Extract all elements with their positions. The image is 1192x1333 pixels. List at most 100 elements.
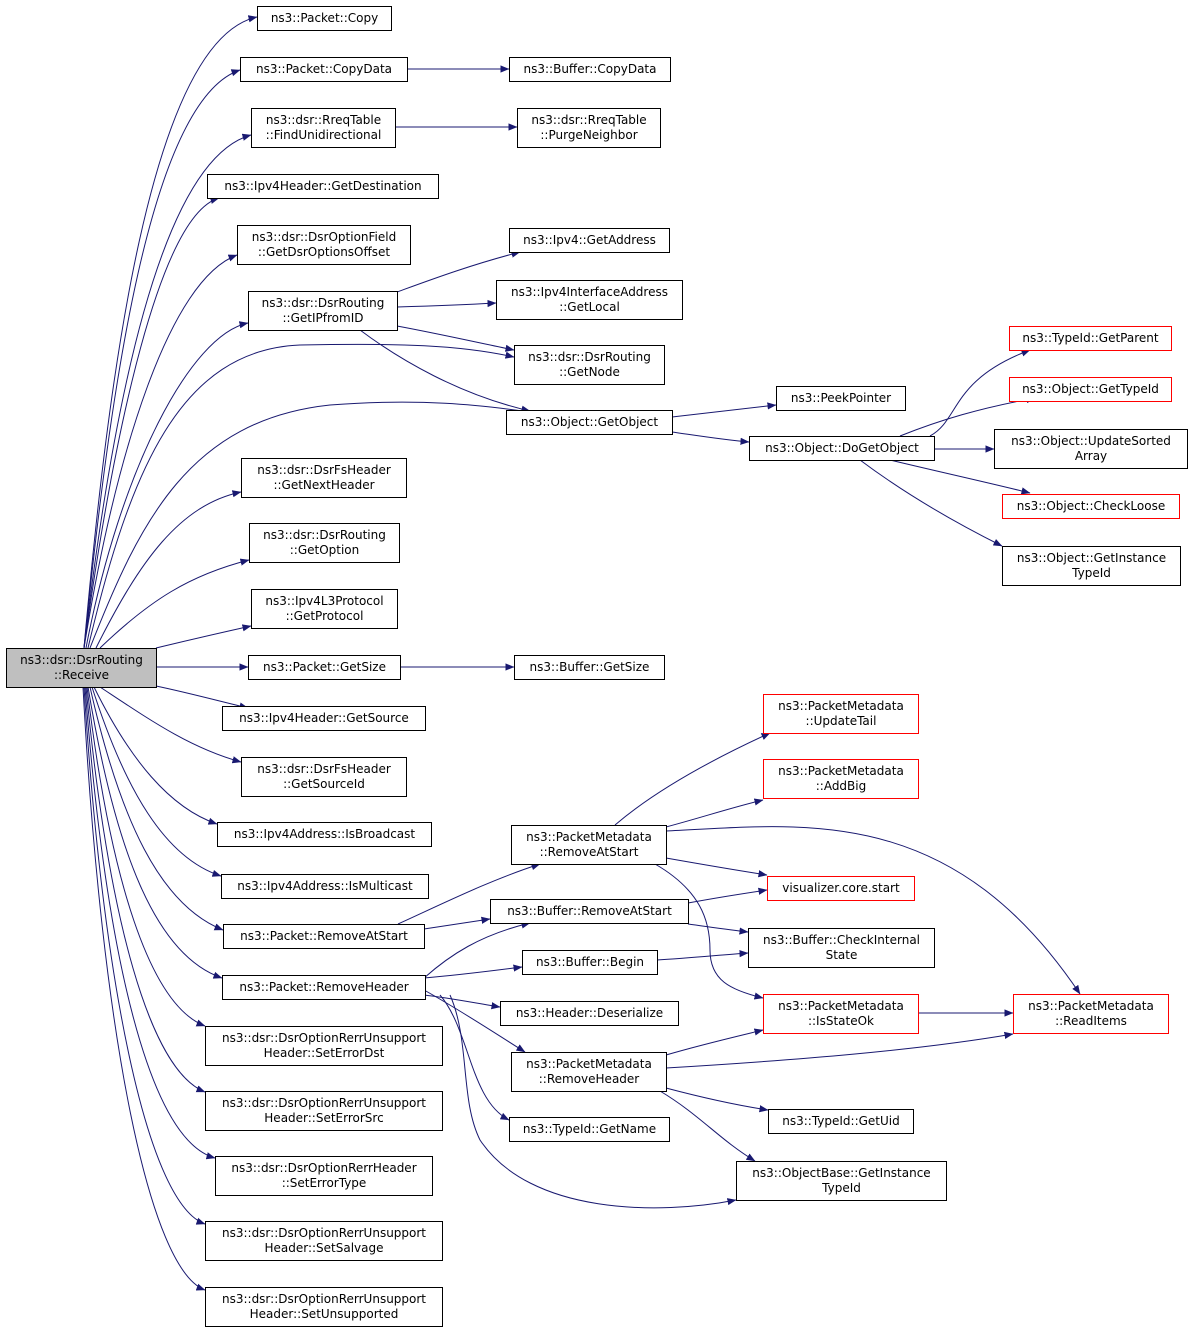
node-box-rreq_finduni[interactable] bbox=[251, 108, 396, 148]
node-rerr_seterrorsrc[interactable]: ns3::dsr::DsrOptionRerrUnsupportHeader::… bbox=[205, 1091, 443, 1131]
node-box-hdr_deserialize[interactable] bbox=[500, 1001, 679, 1026]
node-rerrhdr_seterrortype[interactable]: ns3::dsr::DsrOptionRerrHeader::SetErrorT… bbox=[215, 1156, 433, 1196]
node-pkt_removeheader[interactable]: ns3::Packet::RemoveHeader bbox=[222, 975, 426, 1000]
node-box-pm_removeheader[interactable] bbox=[511, 1052, 667, 1092]
node-box-rerr_setsalvage[interactable] bbox=[205, 1221, 443, 1261]
node-box-peekpointer[interactable] bbox=[776, 386, 906, 411]
node-peekpointer[interactable]: ns3::PeekPointer bbox=[776, 386, 906, 411]
node-box-ipv4_getaddress[interactable] bbox=[509, 228, 670, 253]
node-buf_getsize[interactable]: ns3::Buffer::GetSize bbox=[514, 655, 665, 680]
node-buf_begin[interactable]: ns3::Buffer::Begin bbox=[522, 950, 658, 975]
node-box-obj_gettypeid[interactable] bbox=[1009, 377, 1172, 402]
node-typeid_getname[interactable]: ns3::TypeId::GetName bbox=[509, 1117, 670, 1142]
node-box-rerr_seterrorsrc[interactable] bbox=[205, 1091, 443, 1131]
node-box-obj_checkloose[interactable] bbox=[1002, 494, 1180, 519]
node-rerr_setunsupported[interactable]: ns3::dsr::DsrOptionRerrUnsupportHeader::… bbox=[205, 1287, 443, 1327]
node-box-ipv4a_ismulticast[interactable] bbox=[221, 874, 429, 899]
node-box-dsr_getoption[interactable] bbox=[249, 523, 400, 563]
node-box-viz_start[interactable] bbox=[767, 876, 915, 901]
node-box-objbase_getinstancetypeid[interactable] bbox=[736, 1161, 947, 1201]
node-obj_gettypeid[interactable]: ns3::Object::GetTypeId bbox=[1009, 377, 1172, 402]
node-pm_isstateok[interactable]: ns3::PacketMetadata::IsStateOk bbox=[763, 994, 919, 1034]
node-box-buf_checkinternal[interactable] bbox=[748, 928, 935, 968]
node-box-rerr_setunsupported[interactable] bbox=[205, 1287, 443, 1327]
node-box-ipv4ia_getlocal[interactable] bbox=[496, 280, 683, 320]
node-box-ipv4h_getdest[interactable] bbox=[207, 174, 439, 199]
node-box-typeid_getuid[interactable] bbox=[768, 1109, 914, 1134]
node-box-buf_getsize[interactable] bbox=[514, 655, 665, 680]
node-obj_checkloose[interactable]: ns3::Object::CheckLoose bbox=[1002, 494, 1180, 519]
node-viz_start[interactable]: visualizer.core.start bbox=[767, 876, 915, 901]
node-pkt_getsize[interactable]: ns3::Packet::GetSize bbox=[248, 655, 401, 680]
node-ipv4a_ismulticast[interactable]: ns3::Ipv4Address::IsMulticast bbox=[221, 874, 429, 899]
node-box-pkt_getsize[interactable] bbox=[248, 655, 401, 680]
node-dsr_getoption[interactable]: ns3::dsr::DsrRouting::GetOption bbox=[249, 523, 400, 563]
node-pm_removeheader[interactable]: ns3::PacketMetadata::RemoveHeader bbox=[511, 1052, 667, 1092]
node-box-buf_begin[interactable] bbox=[522, 950, 658, 975]
node-box-buf_copydata[interactable] bbox=[509, 57, 671, 82]
node-typeid_getuid[interactable]: ns3::TypeId::GetUid bbox=[768, 1109, 914, 1134]
node-box-pm_isstateok[interactable] bbox=[763, 994, 919, 1034]
node-box-pkt_copydata[interactable] bbox=[240, 57, 408, 82]
node-box-pkt_removeatstart[interactable] bbox=[223, 924, 425, 949]
node-box-dsrfs_getsourceid[interactable] bbox=[241, 757, 407, 797]
node-box-dsropt_getoffset[interactable] bbox=[237, 225, 411, 265]
node-box-pm_updatetail[interactable] bbox=[763, 694, 919, 734]
node-box-obj_getinstancetypeid[interactable] bbox=[1002, 546, 1181, 586]
node-box-ipv4a_isbroadcast[interactable] bbox=[217, 822, 432, 847]
node-ipv4h_getdest[interactable]: ns3::Ipv4Header::GetDestination bbox=[207, 174, 439, 199]
node-rerr_seterrordst[interactable]: ns3::dsr::DsrOptionRerrUnsupportHeader::… bbox=[205, 1026, 443, 1066]
node-pkt_copy[interactable]: ns3::Packet::Copy bbox=[257, 6, 392, 31]
node-box-buf_removeatstart[interactable] bbox=[490, 899, 689, 924]
node-rerr_setsalvage[interactable]: ns3::dsr::DsrOptionRerrUnsupportHeader::… bbox=[205, 1221, 443, 1261]
node-box-receive[interactable] bbox=[6, 648, 157, 688]
node-ipv4ia_getlocal[interactable]: ns3::Ipv4InterfaceAddress::GetLocal bbox=[496, 280, 683, 320]
node-pm_readitems[interactable]: ns3::PacketMetadata::ReadItems bbox=[1013, 994, 1169, 1034]
node-dsrfs_getsourceid[interactable]: ns3::dsr::DsrFsHeader::GetSourceId bbox=[241, 757, 407, 797]
node-dsrfs_getnextheader[interactable]: ns3::dsr::DsrFsHeader::GetNextHeader bbox=[241, 458, 407, 498]
node-box-rreq_purge[interactable] bbox=[517, 108, 661, 148]
node-rreq_purge[interactable]: ns3::dsr::RreqTable::PurgeNeighbor bbox=[517, 108, 661, 148]
node-hdr_deserialize[interactable]: ns3::Header::Deserialize bbox=[500, 1001, 679, 1026]
node-pm_addbig[interactable]: ns3::PacketMetadata::AddBig bbox=[763, 759, 919, 799]
node-pm_updatetail[interactable]: ns3::PacketMetadata::UpdateTail bbox=[763, 694, 919, 734]
node-box-dsr_getnode[interactable] bbox=[514, 345, 665, 385]
node-box-rerrhdr_seterrortype[interactable] bbox=[215, 1156, 433, 1196]
node-box-typeid_getname[interactable] bbox=[509, 1117, 670, 1142]
node-box-pm_readitems[interactable] bbox=[1013, 994, 1169, 1034]
node-ipv4a_isbroadcast[interactable]: ns3::Ipv4Address::IsBroadcast bbox=[217, 822, 432, 847]
node-box-obj_updatesorted[interactable] bbox=[994, 429, 1188, 469]
node-box-pkt_removeheader[interactable] bbox=[222, 975, 426, 1000]
node-box-obj_dogetobject[interactable] bbox=[749, 436, 935, 461]
node-obj_getobject[interactable]: ns3::Object::GetObject bbox=[506, 410, 673, 435]
node-box-dsr_getipfromid[interactable] bbox=[248, 291, 398, 331]
node-dsr_getnode[interactable]: ns3::dsr::DsrRouting::GetNode bbox=[514, 345, 665, 385]
node-box-typeid_getparent[interactable] bbox=[1009, 326, 1172, 351]
node-ipv4l3_getprotocol[interactable]: ns3::Ipv4L3Protocol::GetProtocol bbox=[251, 589, 398, 629]
node-receive[interactable]: ns3::dsr::DsrRouting::Receive bbox=[6, 648, 157, 688]
node-box-ipv4h_getsource[interactable] bbox=[222, 706, 426, 731]
node-pkt_removeatstart[interactable]: ns3::Packet::RemoveAtStart bbox=[223, 924, 425, 949]
node-obj_dogetobject[interactable]: ns3::Object::DoGetObject bbox=[749, 436, 935, 461]
node-rreq_finduni[interactable]: ns3::dsr::RreqTable::FindUnidirectional bbox=[251, 108, 396, 148]
node-box-ipv4l3_getprotocol[interactable] bbox=[251, 589, 398, 629]
node-box-pkt_copy[interactable] bbox=[257, 6, 392, 31]
node-buf_removeatstart[interactable]: ns3::Buffer::RemoveAtStart bbox=[490, 899, 689, 924]
node-pm_removeatstart[interactable]: ns3::PacketMetadata::RemoveAtStart bbox=[511, 825, 667, 865]
node-dsropt_getoffset[interactable]: ns3::dsr::DsrOptionField::GetDsrOptionsO… bbox=[237, 225, 411, 265]
node-ipv4h_getsource[interactable]: ns3::Ipv4Header::GetSource bbox=[222, 706, 426, 731]
node-box-pm_addbig[interactable] bbox=[763, 759, 919, 799]
node-box-dsrfs_getnextheader[interactable] bbox=[241, 458, 407, 498]
node-ipv4_getaddress[interactable]: ns3::Ipv4::GetAddress bbox=[509, 228, 670, 253]
node-box-obj_getobject[interactable] bbox=[506, 410, 673, 435]
node-buf_copydata[interactable]: ns3::Buffer::CopyData bbox=[509, 57, 671, 82]
node-typeid_getparent[interactable]: ns3::TypeId::GetParent bbox=[1009, 326, 1172, 351]
node-dsr_getipfromid[interactable]: ns3::dsr::DsrRouting::GetIPfromID bbox=[248, 291, 398, 331]
node-pkt_copydata[interactable]: ns3::Packet::CopyData bbox=[240, 57, 408, 82]
node-box-pm_removeatstart[interactable] bbox=[511, 825, 667, 865]
node-box-rerr_seterrordst[interactable] bbox=[205, 1026, 443, 1066]
